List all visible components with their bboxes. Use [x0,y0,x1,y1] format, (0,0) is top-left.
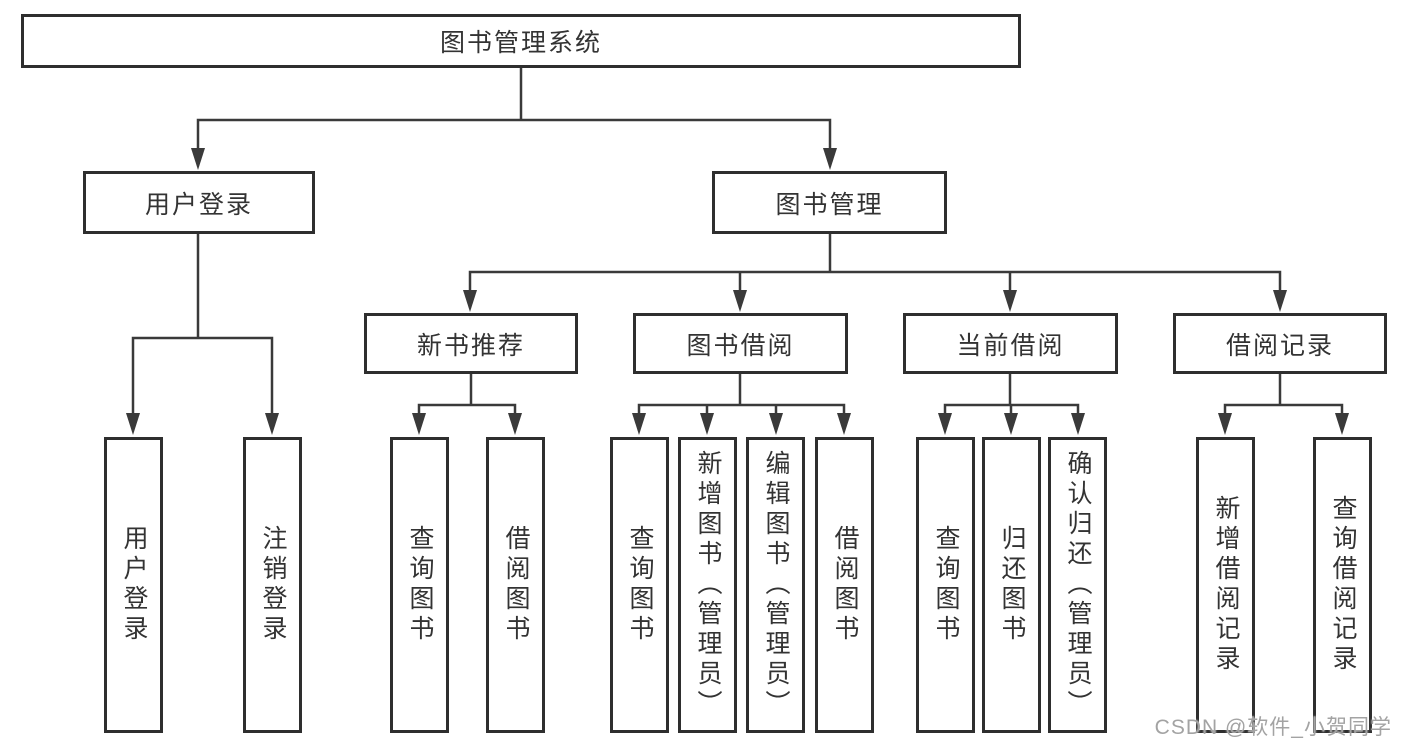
leaf-query-books-current-label: 查询图书 [932,525,960,645]
leaf-edit-book-admin-label: 编辑图书（管理员） [762,450,790,720]
leaf-confirm-return-admin: 确认归还（管理员） [1048,437,1107,733]
leaf-query-borrow-record-label: 查询借阅记录 [1329,495,1357,675]
leaf-add-book-admin-label: 新增图书（管理员） [694,450,722,720]
node-library-management-system: 图书管理系统 [21,14,1021,68]
leaf-add-borrow-record: 新增借阅记录 [1196,437,1255,733]
leaf-user-login-label: 用户登录 [120,525,148,645]
leaf-add-book-admin: 新增图书（管理员） [678,437,737,733]
leaf-logout-label: 注销登录 [259,525,287,645]
leaf-return-books: 归还图书 [982,437,1041,733]
node-book-borrow: 图书借阅 [633,313,848,374]
leaf-query-books-recommend-label: 查询图书 [406,525,434,645]
csdn-watermark: CSDN @软件_小贺同学 [1154,716,1392,739]
leaf-borrow-books-label: 借阅图书 [831,525,859,645]
leaf-user-login: 用户登录 [104,437,163,733]
leaf-query-books-current: 查询图书 [916,437,975,733]
leaf-query-books-borrow-label: 查询图书 [626,525,654,645]
arrowheads [126,148,1349,435]
leaf-query-books-recommend: 查询图书 [390,437,449,733]
node-book-management: 图书管理 [712,171,947,234]
node-user-login: 用户登录 [83,171,315,234]
leaf-borrow-books-recommend: 借阅图书 [486,437,545,733]
leaf-query-books-borrow: 查询图书 [610,437,669,733]
node-borrow-records: 借阅记录 [1173,313,1387,374]
leaf-borrow-books: 借阅图书 [815,437,874,733]
leaf-confirm-return-admin-label: 确认归还（管理员） [1064,450,1092,720]
leaf-return-books-label: 归还图书 [998,525,1026,645]
leaf-edit-book-admin: 编辑图书（管理员） [746,437,805,733]
leaf-add-borrow-record-label: 新增借阅记录 [1212,495,1240,675]
node-new-book-recommend: 新书推荐 [364,313,578,374]
leaf-borrow-books-recommend-label: 借阅图书 [502,525,530,645]
leaf-logout: 注销登录 [243,437,302,733]
leaf-query-borrow-record: 查询借阅记录 [1313,437,1372,733]
node-current-borrow: 当前借阅 [903,313,1118,374]
